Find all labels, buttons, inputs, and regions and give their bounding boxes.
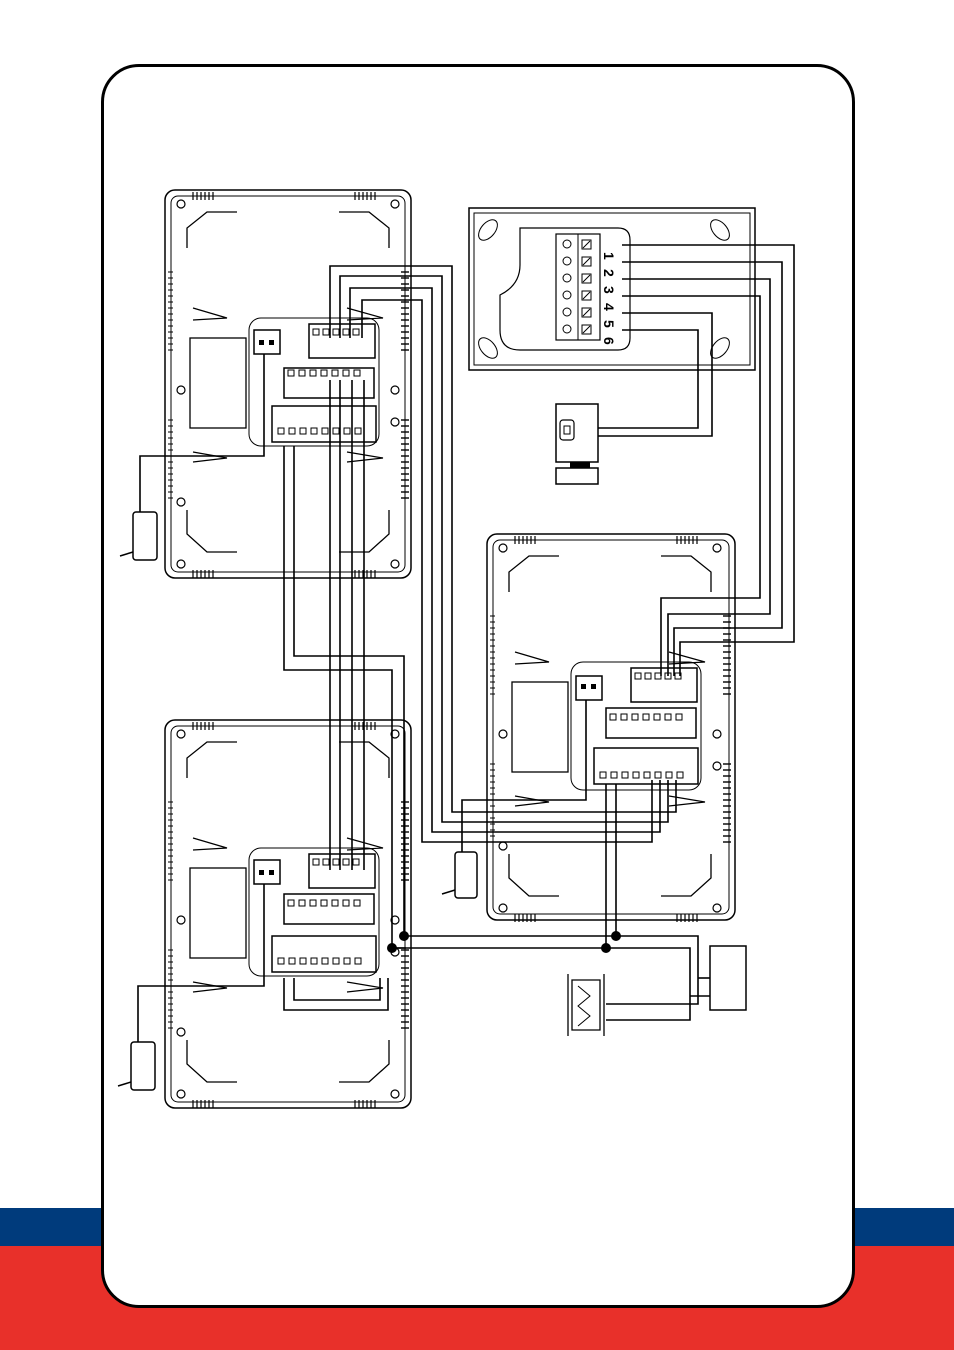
terminal-block-b xyxy=(606,708,696,738)
monitor-bottom-left xyxy=(165,720,411,1108)
power-jack xyxy=(254,860,280,884)
power-adapter-1 xyxy=(120,512,157,560)
terminal-labels: 1 2 3 4 5 6 xyxy=(601,252,617,345)
monitor-right xyxy=(487,534,735,920)
power-jack xyxy=(576,676,602,700)
terminal-block-c xyxy=(272,936,376,972)
power-jack xyxy=(254,330,280,354)
terminal-label-6: 6 xyxy=(601,337,617,345)
electric-lock xyxy=(556,404,598,484)
terminal-block-c xyxy=(594,748,698,784)
terminal-label-1: 1 xyxy=(601,252,617,260)
terminal-label-2: 2 xyxy=(601,269,617,277)
exit-switch xyxy=(568,974,604,1036)
terminal-block-b xyxy=(284,894,374,924)
terminal-label-5: 5 xyxy=(601,320,617,328)
lock-power-supply xyxy=(710,946,746,1010)
terminal-label-3: 3 xyxy=(601,286,617,294)
terminal-label-4: 4 xyxy=(601,303,617,311)
power-adapter-3 xyxy=(442,852,477,898)
terminal-block-c xyxy=(272,406,376,442)
monitor-top-left xyxy=(165,190,411,578)
power-adapter-2 xyxy=(118,1042,155,1090)
